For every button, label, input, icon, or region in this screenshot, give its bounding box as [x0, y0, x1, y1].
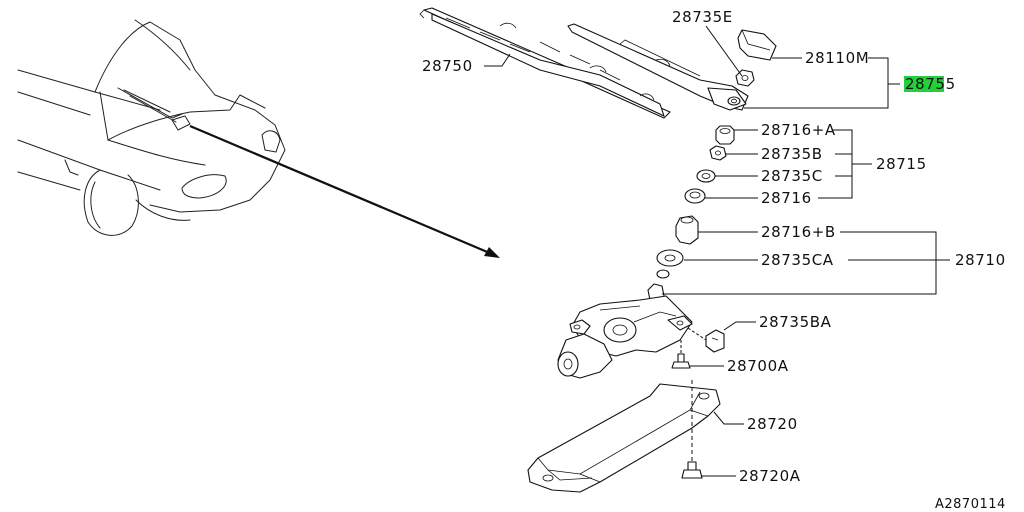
part-labels: 28735E 28110M 28750 28755 28716+A 28735B… — [422, 8, 1006, 512]
wiper-blade-part — [419, 7, 671, 119]
label-28735BA: 28735BA — [759, 313, 832, 331]
nut-28735E-part — [735, 69, 755, 87]
label-28755[interactable]: 28755 — [905, 75, 956, 93]
wiper-arm-part — [567, 23, 749, 111]
drawing-reference: A2870114 — [935, 497, 1006, 512]
label-28110M: 28110M — [805, 49, 869, 67]
car-rear-sketch — [17, 19, 286, 236]
label-highlight — [904, 76, 944, 92]
label-28710: 28710 — [955, 251, 1006, 269]
label-28716A: 28716+A — [761, 121, 836, 139]
washer-28735C-part — [696, 169, 716, 183]
pointer-arrow — [189, 124, 500, 258]
leader-lines — [484, 25, 950, 477]
clip-28735BA-part — [705, 329, 725, 353]
label-28716B: 28716+B — [761, 223, 836, 241]
nut-28735B-part — [709, 145, 727, 161]
label-28735CA: 28735CA — [761, 251, 834, 269]
label-28700A: 28700A — [727, 357, 789, 375]
bushing-28716A-part — [715, 125, 735, 145]
wiper-motor-part — [557, 283, 693, 379]
label-28715: 28715 — [876, 155, 927, 173]
label-28735E: 28735E — [672, 8, 733, 26]
label-28716: 28716 — [761, 189, 812, 207]
screw-28720A-part — [681, 380, 703, 479]
spacer-part — [656, 269, 670, 279]
washer-28735CA-part — [656, 249, 684, 267]
grommet-28716B-part — [675, 215, 699, 245]
label-28750: 28750 — [422, 57, 473, 75]
label-28720: 28720 — [747, 415, 798, 433]
pivot-cap-part — [737, 29, 777, 61]
bushing-28716-part — [684, 188, 706, 204]
label-28735B: 28735B — [761, 145, 823, 163]
bolt-28700A-part — [671, 340, 691, 369]
cover-28720-part — [527, 383, 721, 493]
label-28720A: 28720A — [739, 467, 801, 485]
label-28735C: 28735C — [761, 167, 823, 185]
